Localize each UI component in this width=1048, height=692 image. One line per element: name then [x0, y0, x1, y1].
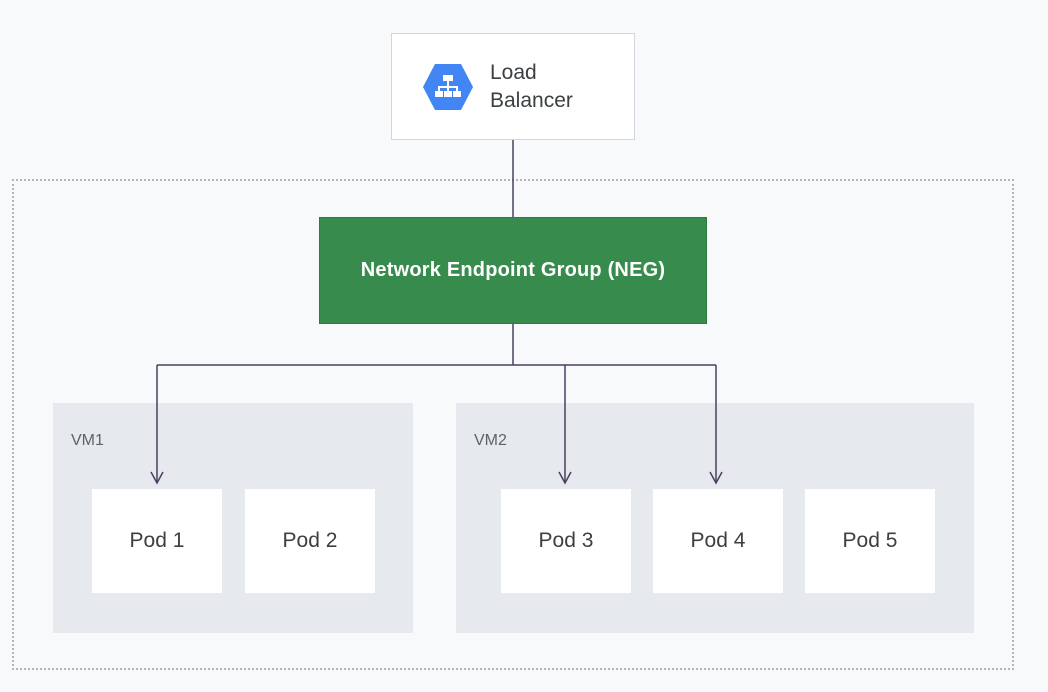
load-balancer-label-line1: Load	[490, 61, 537, 84]
neg-label: Network Endpoint Group (NEG)	[360, 259, 666, 281]
pod-2-box: Pod 2	[245, 489, 375, 593]
pod-4-label: Pod 4	[690, 529, 746, 552]
load-balancer-node: Load Balancer	[391, 33, 635, 140]
load-balancer-label-line2: Balancer	[490, 89, 573, 112]
load-balancer-icon	[423, 64, 473, 110]
pod-4-box: Pod 4	[653, 489, 783, 593]
vm2-label: VM2	[474, 432, 507, 449]
pod-5-box: Pod 5	[805, 489, 935, 593]
pod-5-label: Pod 5	[842, 529, 898, 552]
pod-3-label: Pod 3	[538, 529, 594, 552]
pod-1-label: Pod 1	[129, 529, 185, 552]
pod-1-box: Pod 1	[92, 489, 222, 593]
pod-2-label: Pod 2	[282, 529, 338, 552]
pod-3-box: Pod 3	[501, 489, 631, 593]
vm1-label: VM1	[71, 432, 104, 449]
load-balancer-label: Load Balancer	[490, 59, 620, 115]
neg-node: Network Endpoint Group (NEG)	[319, 217, 707, 324]
